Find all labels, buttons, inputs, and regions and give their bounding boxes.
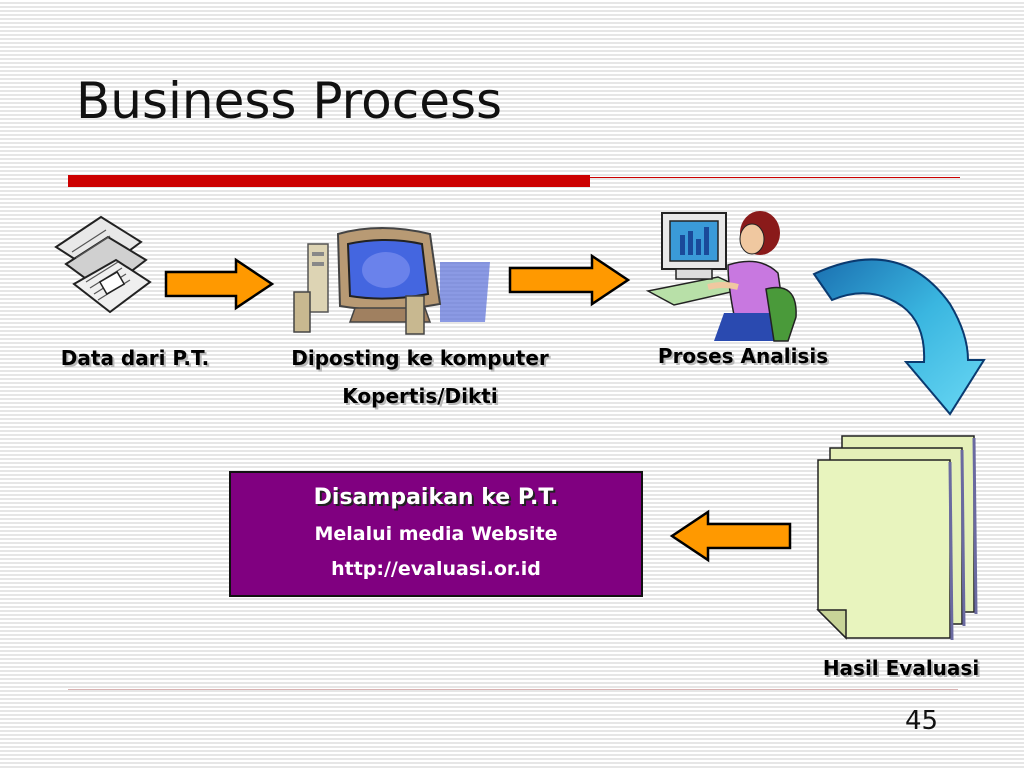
step-label-posting-line1: Diposting ke komputer — [291, 346, 549, 370]
step-label-data-source: Data dari P.T. — [60, 346, 210, 370]
step-label-posting-line2: Kopertis/Dikti — [342, 384, 498, 408]
right-arrow-icon — [508, 253, 631, 307]
delivery-box-title: Disampaikan ke P.T. — [313, 485, 559, 510]
computer-icon — [293, 227, 490, 335]
right-arrow-icon — [164, 257, 275, 311]
left-arrow-icon — [669, 509, 792, 563]
curved-arrow-icon — [812, 258, 986, 416]
footer-divider — [68, 689, 958, 690]
floppy-disks-icon — [54, 215, 152, 314]
slide-title: Business Process — [76, 72, 503, 130]
page-number: 45 — [905, 706, 939, 736]
title-underline-thin — [590, 177, 960, 178]
delivery-box: Disampaikan ke P.T. Melalui media Websit… — [229, 471, 643, 597]
step-label-result: Hasil Evaluasi — [822, 656, 980, 680]
person-at-computer-icon — [645, 211, 797, 342]
title-underline-bar — [68, 175, 590, 187]
step-label-analysis: Proses Analisis — [657, 344, 829, 368]
delivery-box-media: Melalui media Website — [314, 523, 558, 545]
delivery-box-url: http://evaluasi.or.id — [331, 558, 541, 580]
documents-stack-icon — [816, 435, 978, 641]
